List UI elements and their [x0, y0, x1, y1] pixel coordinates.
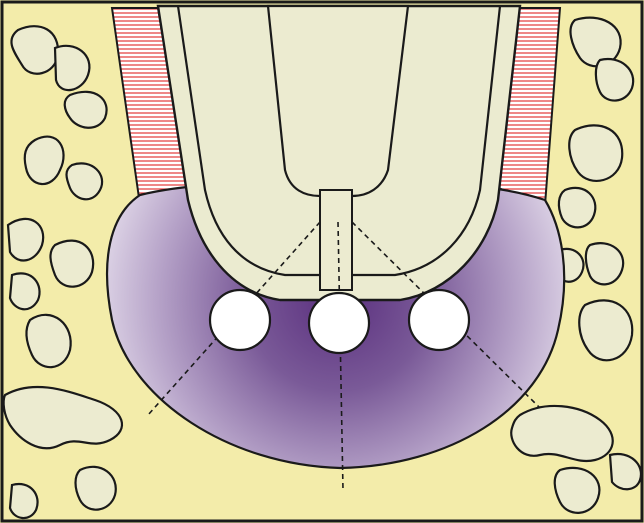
sphere-center: [309, 293, 369, 353]
trabecular-space: [8, 219, 43, 261]
spheres: [210, 290, 469, 353]
trabecular-space: [586, 243, 623, 284]
root-canal: [268, 6, 408, 196]
trabecular-space: [555, 468, 600, 513]
trabecular-space: [559, 188, 595, 227]
trabecular-space: [10, 273, 40, 309]
trabecular-space: [76, 467, 116, 510]
trabecular-space: [50, 241, 93, 287]
sphere-right: [409, 290, 469, 350]
trabecular-space: [10, 484, 38, 518]
canal-extension: [320, 190, 352, 290]
trabecular-space: [55, 46, 89, 90]
trabecular-space: [569, 125, 622, 181]
sphere-left: [210, 290, 270, 350]
